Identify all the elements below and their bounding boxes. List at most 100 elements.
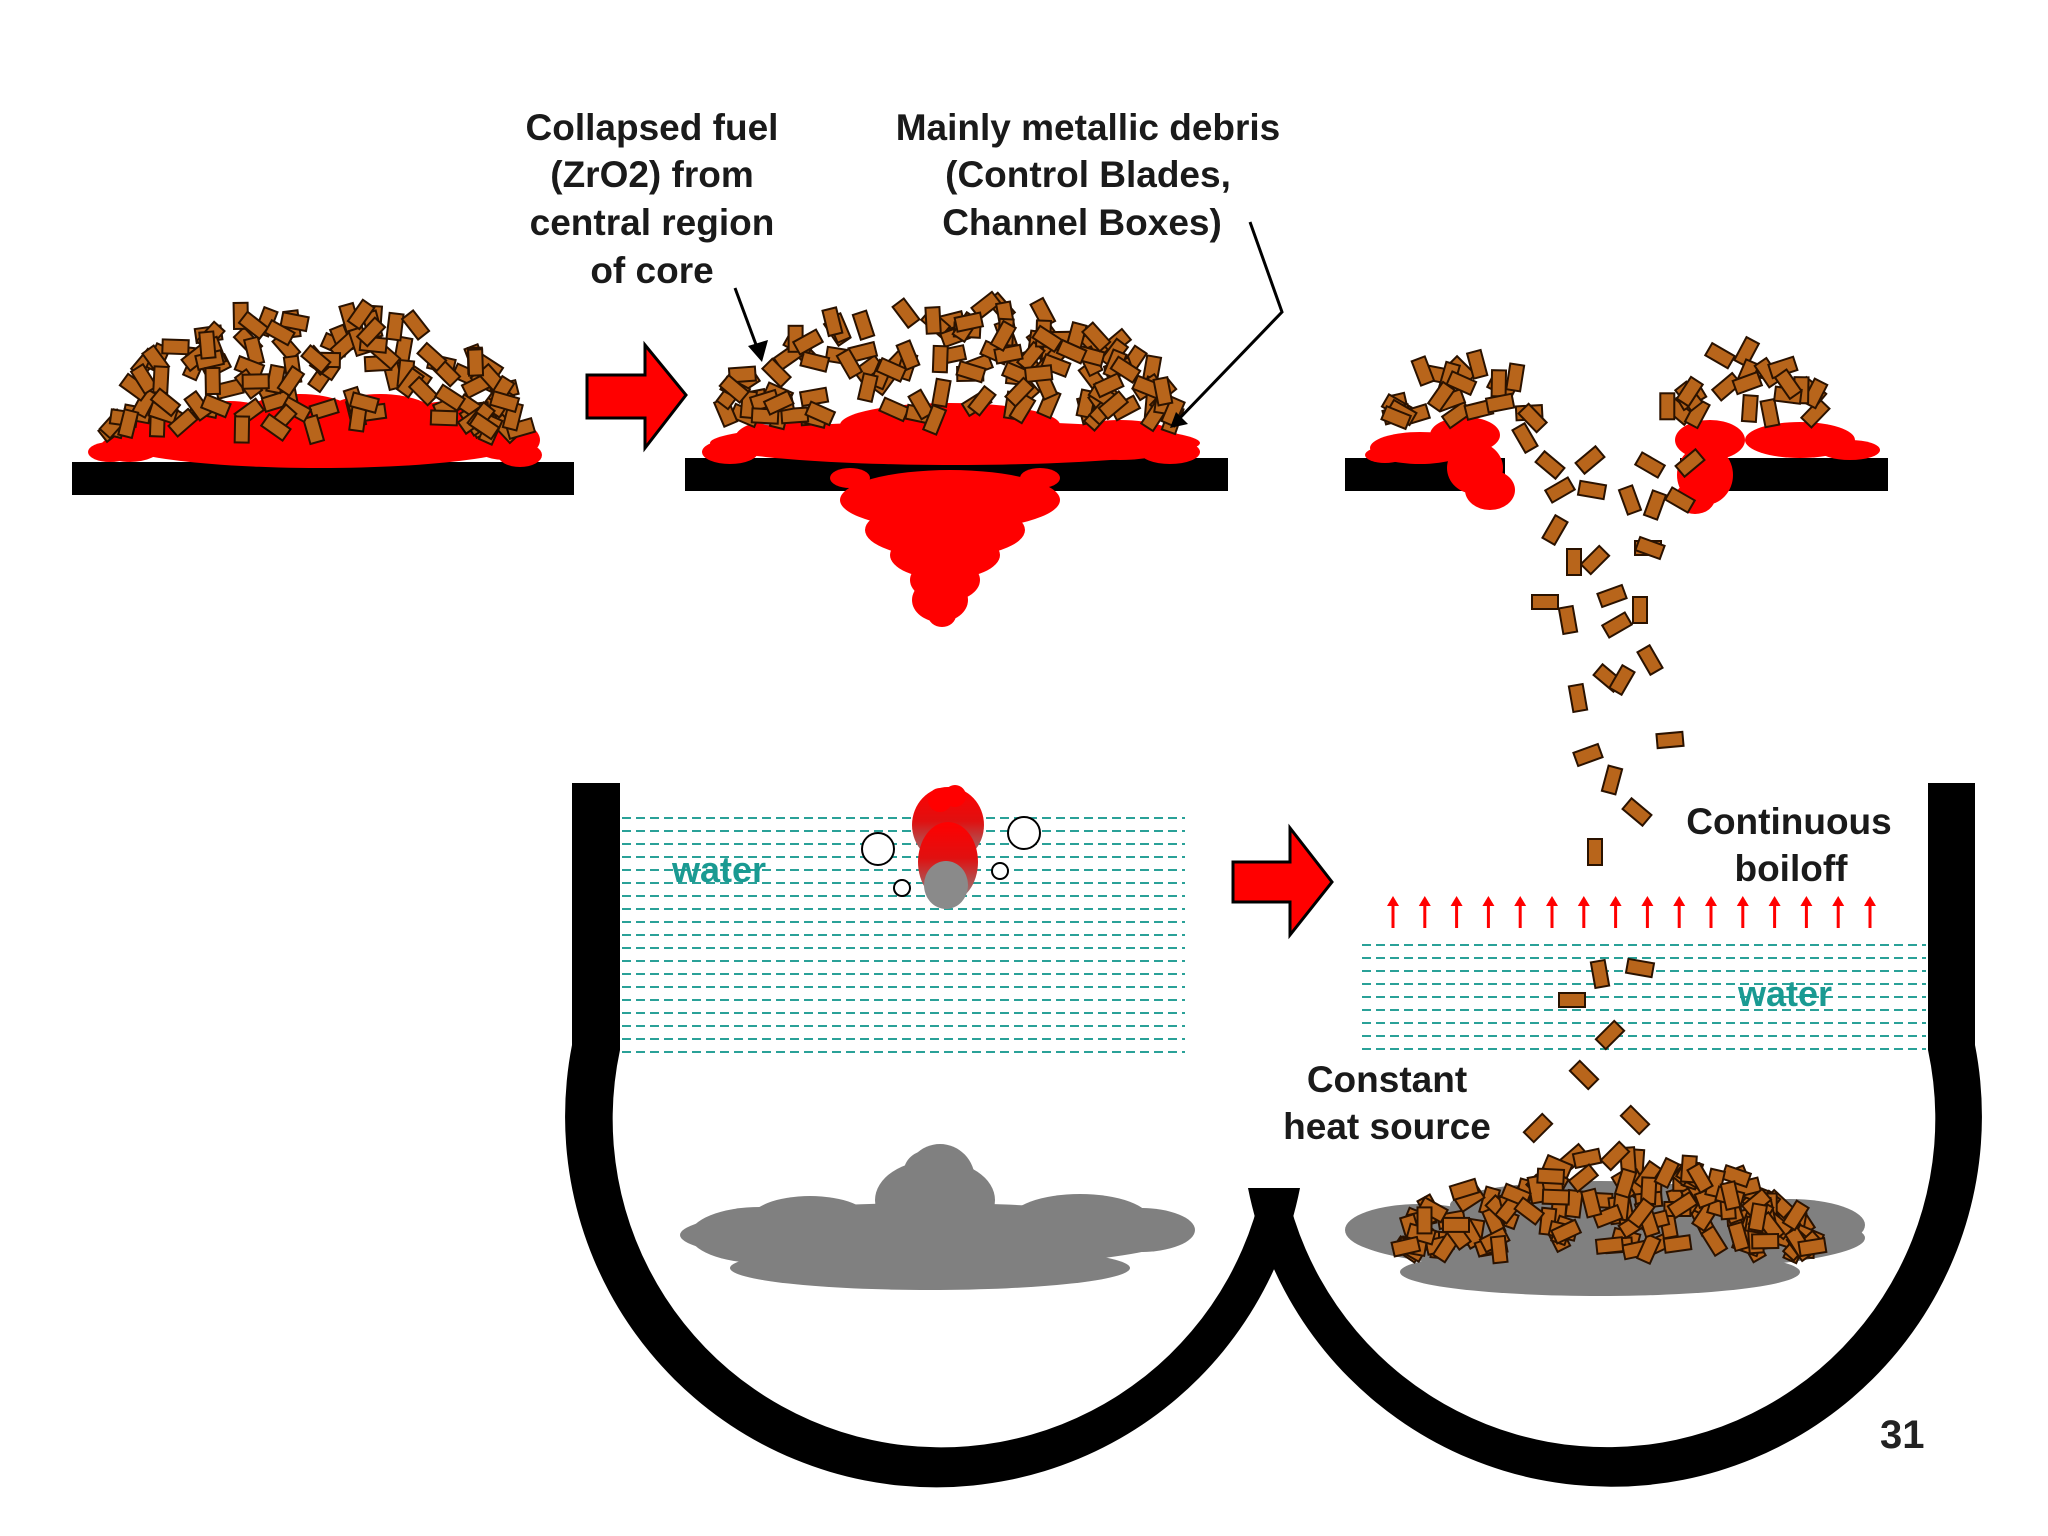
- debris-pellet: [1747, 1202, 1769, 1233]
- boiloff-arrow-head: [1768, 896, 1781, 906]
- debris-pellet: [1039, 353, 1072, 378]
- debris-pellet: [967, 384, 997, 417]
- water-label-right: water: [1737, 973, 1832, 1014]
- debris-pellet: [1600, 764, 1624, 796]
- debris-pellet: [835, 347, 864, 380]
- debris-pellet: [1613, 1167, 1638, 1199]
- debris-pellet: [1568, 1059, 1600, 1091]
- debris-pellet: [199, 393, 232, 419]
- stage-4-lower-head: water: [565, 783, 1300, 1488]
- debris-pellet: [931, 377, 952, 408]
- boiloff-arrow-head: [1673, 896, 1686, 906]
- debris-pellet: [302, 413, 326, 446]
- boiloff-arrow-head: [1736, 896, 1749, 906]
- debris-pellet: [117, 408, 140, 440]
- debris-pellet: [1703, 341, 1737, 370]
- debris-pellet: [161, 338, 190, 356]
- falling-debris-in-water: [1522, 957, 1714, 1195]
- debris-pellet: [1557, 604, 1579, 636]
- debris-pellet: [1031, 324, 1064, 354]
- boiloff-arrow-head: [1705, 896, 1717, 906]
- debris-pellet: [851, 309, 876, 341]
- debris-pellet: [1589, 958, 1611, 990]
- debris-pellet: [1662, 1234, 1693, 1254]
- debris-pellet: [1663, 486, 1697, 514]
- debris-pellet: [407, 375, 439, 407]
- debris-pellet: [1719, 1180, 1742, 1212]
- debris-pellet: [1619, 1104, 1651, 1136]
- debris-pellet: [1023, 364, 1054, 384]
- debris-pellet: [856, 372, 879, 404]
- debris-pellet: [1410, 355, 1436, 387]
- water-pool-left: [622, 817, 1185, 1053]
- debris-pellet: [1759, 397, 1781, 429]
- debris-pellet: [1653, 1156, 1681, 1189]
- collapsed-fuel-label: Collapsed fuel (ZrO2) from central regio…: [526, 107, 779, 291]
- debris-pellet: [989, 319, 1018, 353]
- boiloff-arrow-head: [1577, 896, 1590, 906]
- debris-pellet: [198, 330, 217, 360]
- continuous-boiloff-line-2: boiloff: [1734, 848, 1848, 889]
- boiloff-arrow-head: [1546, 896, 1558, 906]
- boiloff-arrow-head: [1800, 896, 1813, 906]
- debris-pellet: [1511, 421, 1539, 455]
- debris-pellet: [1634, 535, 1666, 561]
- debris-pellet: [1390, 1235, 1422, 1258]
- debris-pellet: [1699, 1224, 1729, 1258]
- progression-arrow-1: [585, 340, 688, 453]
- debris-pellet: [348, 391, 380, 414]
- boiloff-arrow-head: [1641, 896, 1654, 906]
- boiloff-arrow-head: [1832, 896, 1845, 906]
- debris-pellet: [1659, 392, 1676, 421]
- boiloff-arrow-head: [1609, 896, 1622, 906]
- debris-pellet: [1576, 479, 1608, 501]
- water-label-left: water: [671, 849, 766, 890]
- debris-pellet: [1517, 402, 1549, 434]
- debris-pellet: [1541, 1188, 1571, 1206]
- debris-pellet: [791, 328, 825, 356]
- debris-pellet: [204, 366, 221, 396]
- debris-pellet: [1797, 1237, 1828, 1258]
- debris-pellet: [1594, 1236, 1625, 1255]
- debris-pellet: [1092, 372, 1125, 399]
- debris-pellet: [1621, 796, 1653, 828]
- continuous-boiloff-line-1: Continuous: [1686, 801, 1892, 842]
- stage-3-core-plate: [1345, 335, 1888, 866]
- metallic-debris-line-3: Channel Boxes): [942, 202, 1222, 243]
- page-number: 31: [1880, 1413, 1925, 1457]
- debris-pellet: [1152, 376, 1174, 407]
- debris-pellet: [467, 348, 485, 377]
- falling-debris-stream: [1511, 421, 1706, 866]
- debris-pellet: [1594, 1019, 1626, 1051]
- boiloff-arrow-head: [1864, 896, 1876, 906]
- debris-pellet: [1572, 742, 1604, 768]
- debris-pellet: [1541, 513, 1569, 547]
- collapsed-fuel-line-1: Collapsed fuel: [526, 107, 779, 148]
- debris-pellet: [1080, 321, 1112, 353]
- constant-heat-line-2: heat source: [1283, 1106, 1491, 1147]
- debris-pellet: [895, 339, 921, 372]
- molten-left-3: [1365, 417, 1515, 510]
- debris-pellet: [799, 350, 831, 373]
- debris-pellet: [1636, 643, 1664, 677]
- debris-pellet: [1550, 1218, 1583, 1245]
- debris-pellet: [931, 344, 949, 374]
- debris-pellet: [1580, 1187, 1603, 1219]
- boiloff-arrow-head: [1418, 896, 1431, 906]
- debris-pellet: [355, 316, 387, 348]
- debris-pellet: [1591, 1203, 1624, 1229]
- stage-5-lower-head: water: [1248, 783, 1982, 1487]
- debris-pellet: [300, 343, 332, 375]
- fuel-debris-left-3: [1380, 348, 1549, 434]
- debris-pellet: [1160, 395, 1186, 428]
- collapsed-fuel-pointer: [733, 287, 768, 362]
- metallic-debris-pointer: [1170, 221, 1284, 428]
- debris-pellet: [1781, 1199, 1811, 1232]
- debris-pellet: [1505, 362, 1526, 393]
- debris-pellet: [1445, 370, 1478, 397]
- debris-pellet: [1522, 1112, 1554, 1144]
- debris-pellet: [1097, 389, 1130, 421]
- debris-pellet: [1543, 476, 1577, 504]
- debris-pellet: [762, 389, 795, 416]
- debris-pellet: [1567, 1163, 1600, 1194]
